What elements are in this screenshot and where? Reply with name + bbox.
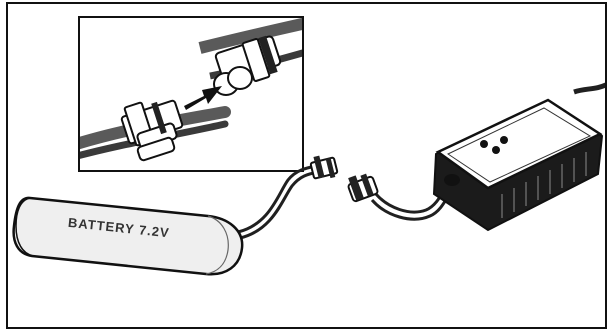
main-drawing: BATTERY 7.2V [12,82,605,276]
battery-cable-second-wire [239,170,319,240]
inset-male-connector [120,99,184,162]
illustration-frame: BATTERY 7.2V [6,2,607,329]
charger-unit [432,82,605,232]
insert-arrow-icon [184,86,222,110]
connector-detail-drawing [80,18,302,162]
battery-plug [309,155,339,180]
charger-plug [347,173,379,203]
inset-female-connector [213,35,282,96]
charger-cable-grommet [444,174,460,186]
battery-cable [237,164,317,234]
charger-power-cord [573,82,605,95]
battery-pack: BATTERY 7.2V [12,196,244,276]
inset-right-cable-upper [198,18,302,54]
charger-indicator-lights [480,136,508,154]
connector-detail-inset [78,16,304,172]
charger-ribs [501,152,587,218]
